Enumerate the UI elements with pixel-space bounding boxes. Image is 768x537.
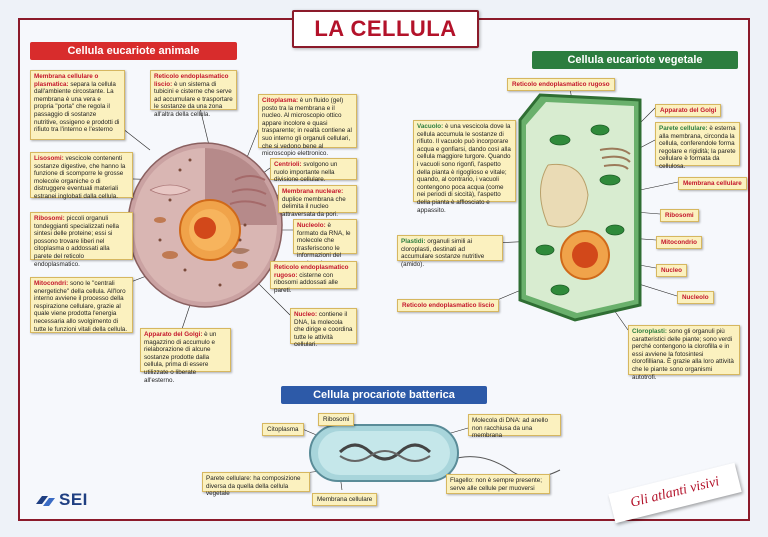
- note-lisosomi: Lisosomi: vescicole contenenti sostanze …: [30, 152, 133, 200]
- animal-cell-drawing: [127, 142, 283, 308]
- note-citoplasma: Citoplasma: è un fluido (gel) posto tra …: [258, 94, 357, 157]
- note-reticolo-rugoso: Reticolo endoplasmatico rugoso: cisterne…: [270, 261, 357, 294]
- section-header-animal: Cellula eucariote animale: [30, 42, 237, 60]
- note-bacteria-dna: Molecola di DNA: ad anello non racchiusa…: [468, 414, 561, 439]
- note-centrioli: Centrioli: svolgono un ruolo importante …: [270, 158, 357, 183]
- section-header-prokaryote: Cellula procariote batterica: [281, 386, 487, 404]
- label-bacteria-ribosomi: Ribosomi: [318, 413, 355, 426]
- note-plant-vacuolo: Vacuolo: è una vescicola dove la cellula…: [413, 120, 516, 214]
- note-mitocondri: Mitocondri: sono le "centrali energetich…: [30, 277, 133, 333]
- note-membrana-cellulare: Membrana cellulare o plasmatica: separa …: [30, 70, 125, 140]
- label-plant-mitocondrio: Mitocondrio: [656, 236, 703, 249]
- label-plant-reticolo-liscio: Reticolo endoplasmatico liscio: [397, 299, 500, 312]
- bacterium-drawing: [309, 424, 561, 482]
- plant-cell-drawing: [518, 93, 642, 322]
- note-reticolo-liscio: Reticolo endoplasmatico liscio: è un sis…: [150, 70, 237, 118]
- note-plant-plastidi: Plastidi: organuli simili ai cloroplasti…: [397, 235, 503, 268]
- note-nucleolo: Nucleolo: è formato da RNA, le molecole …: [293, 219, 357, 275]
- note-plant-parete: Parete cellulare: è esterna alla membran…: [655, 122, 740, 170]
- label-plant-ribosomi: Ribosomi: [660, 209, 699, 222]
- section-header-plant: Cellula eucariote vegetale: [532, 51, 738, 69]
- page-title: LA CELLULA: [292, 10, 479, 48]
- publisher-logo: SEI: [34, 490, 88, 510]
- label-bacteria-membrana: Membrana cellulare: [312, 493, 378, 506]
- note-membrana-nucleare: Membrana nucleare: duplice membrana che …: [278, 185, 357, 218]
- label-bacteria-citoplasma: Citoplasma: [262, 423, 304, 436]
- label-plant-reticolo-rugoso: Reticolo endoplasmatico rugoso: [507, 78, 615, 91]
- label-plant-membrana: Membrana cellulare: [678, 177, 747, 190]
- note-plant-cloroplasti: Cloroplasti: sono gli organuli più carat…: [628, 325, 740, 381]
- sei-mark-icon: [36, 495, 55, 506]
- note-nucleo: Nucleo: contiene il DNA, la molecola che…: [290, 308, 357, 348]
- label-plant-nucleo: Nucleo: [656, 264, 687, 277]
- publisher-name: SEI: [59, 490, 88, 509]
- label-plant-nucleolo: Nucleolo: [677, 291, 714, 304]
- note-bacteria-parete: Parete cellulare: ha composizione divers…: [202, 472, 310, 497]
- note-golgi: Apparato del Golgi: è un magazzino di ac…: [140, 328, 231, 384]
- label-plant-golgi: Apparato del Golgi: [655, 104, 722, 117]
- note-ribosomi: Ribosomi: piccoli organuli tondeggianti …: [30, 212, 133, 268]
- note-bacteria-flagello: Flagello: non è sempre presente; serve a…: [446, 474, 550, 494]
